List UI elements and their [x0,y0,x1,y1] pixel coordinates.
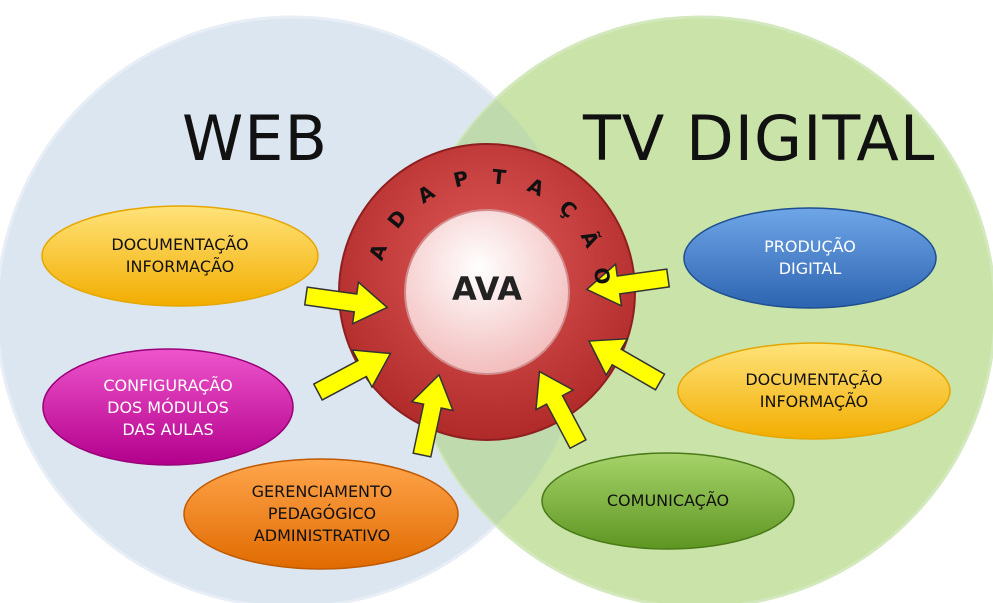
right-item-3-label: COMUNICAÇÃO [606,491,730,510]
right-item-3-shape [541,452,795,550]
arrow-left-1 [303,280,389,326]
ring-letter: O [588,265,615,286]
left-item-3-label: GERENCIAMENTO PEDAGÓGICO ADMINISTRATIVO [251,482,393,545]
right-item-2-shape [677,342,951,440]
left-item-3-shape [183,458,459,570]
ring-letter: T [491,163,508,190]
arrow-right-1 [585,262,671,308]
arrow-right-2 [587,337,666,391]
ava-label: AVA [452,270,522,308]
left-item-2-label: CONFIGURAÇÃO DOS MÓDULOS DAS AULAS [103,376,233,439]
ava-core [404,209,570,375]
arrow-right-3 [535,370,587,450]
web-title: WEB [182,102,329,175]
right-item-1-label: PRODUÇÃO DIGITAL [764,237,856,278]
arrow-left-3 [410,373,455,458]
left-item-1-shape [41,205,319,307]
right-item-1-shape [683,207,937,309]
arrows [303,262,671,458]
arrow-left-2 [312,349,392,401]
left-item-1-label: DOCUMENTAÇÃO INFORMAÇÃO [111,235,249,276]
right-item-2-label: DOCUMENTAÇÃO INFORMAÇÃO [745,370,883,411]
tv-digital-title: TV DIGITAL [583,102,936,175]
left-item-2-shape [42,348,294,466]
